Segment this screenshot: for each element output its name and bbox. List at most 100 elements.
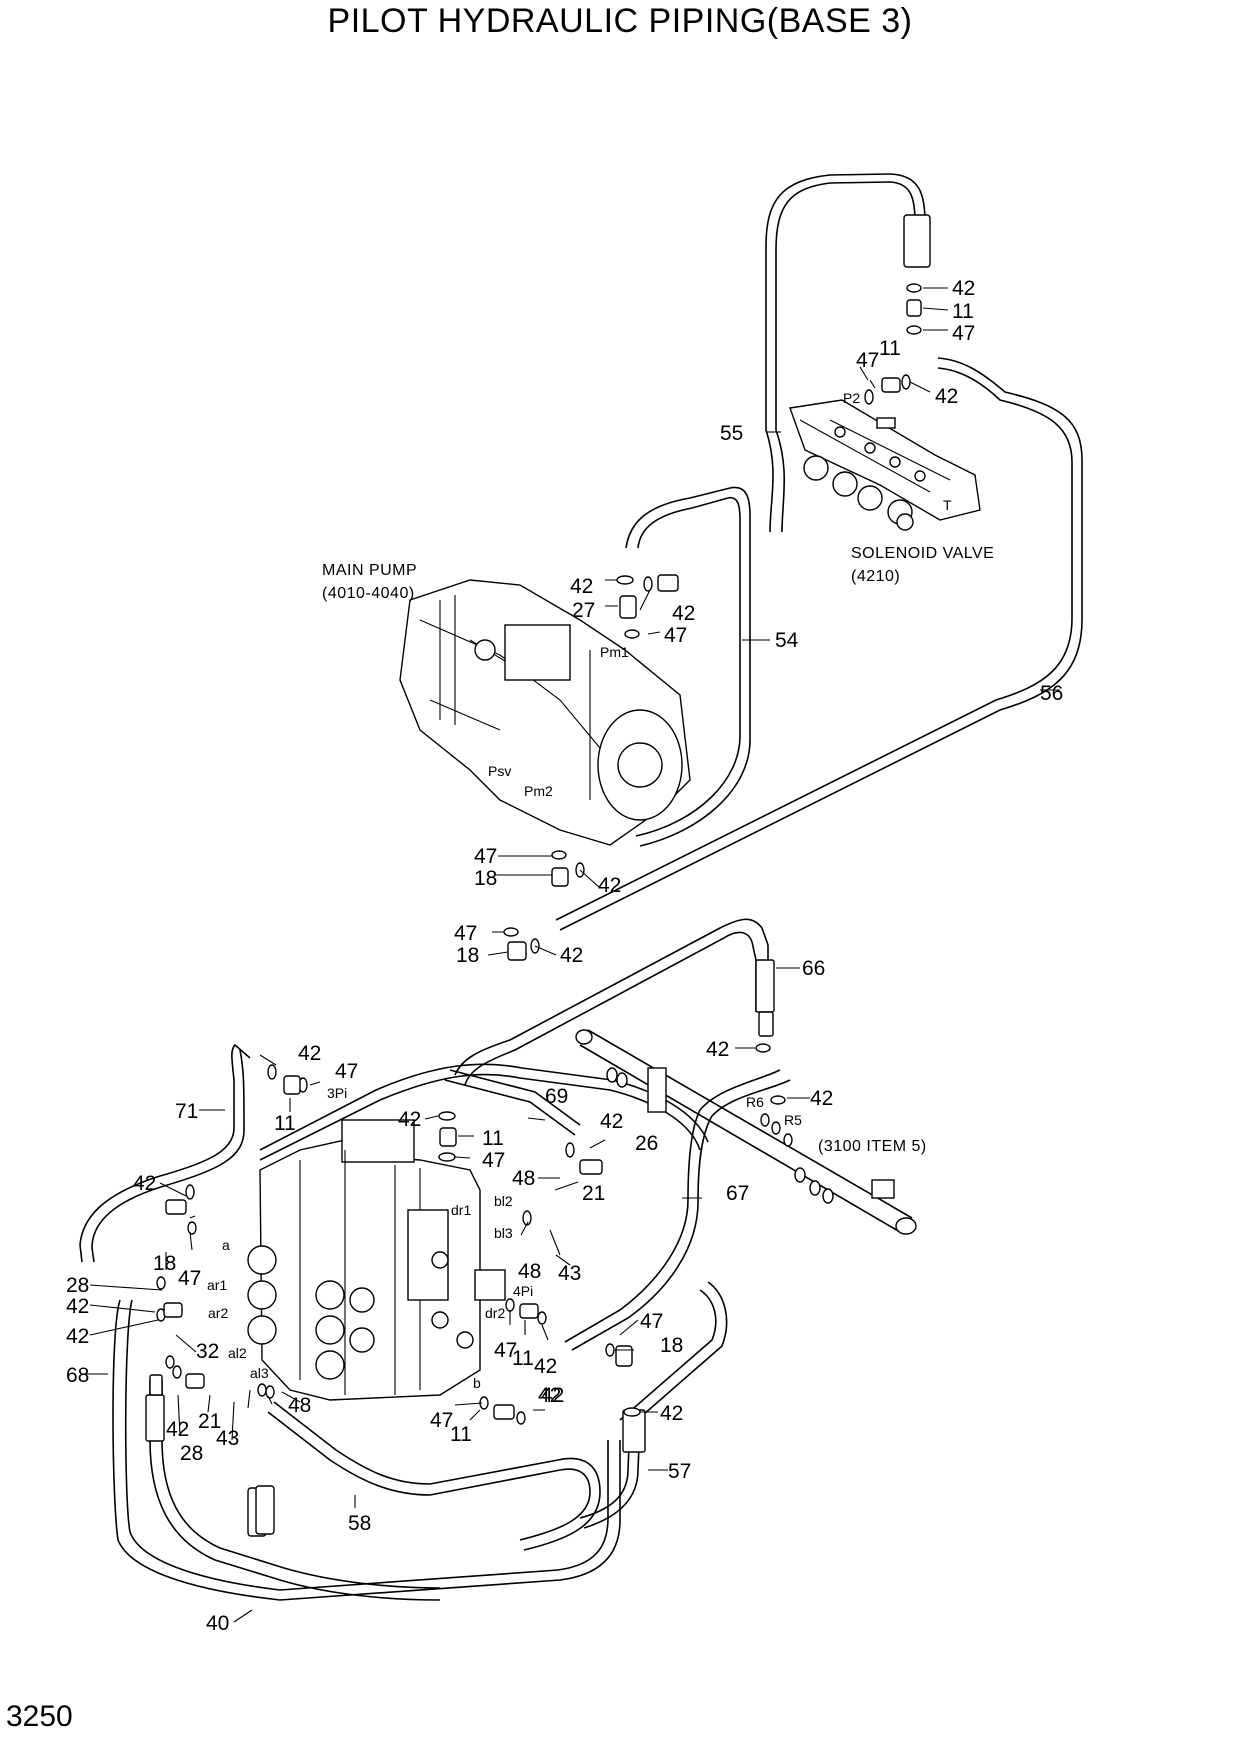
callout-42: 42 [538,1384,561,1407]
callout-11: 11 [274,1112,296,1135]
callout-42: 42 [298,1042,321,1065]
port-dr1: dr1 [451,1202,471,1218]
callout-42: 42 [672,602,695,625]
callout-42: 42 [534,1355,557,1378]
callout-42: 42 [706,1038,729,1061]
callout-11: 11 [450,1423,472,1446]
hose-58 [267,1401,601,1551]
port-bl2: bl2 [494,1193,513,1209]
port-Pm2: Pm2 [524,783,553,799]
solenoid-valve: T [789,399,981,531]
callout-48: 48 [288,1394,311,1417]
callout-48: 48 [512,1167,535,1190]
hose-69 [444,1069,581,1136]
port-ar2: ar2 [208,1305,228,1321]
callout-48: 48 [518,1260,541,1283]
callout-11: 11 [512,1347,534,1370]
port-R5: R5 [784,1112,802,1128]
callout-42: 42 [660,1402,683,1425]
callout-69: 69 [545,1085,568,1108]
callout-27: 27 [572,599,595,622]
callout-18: 18 [153,1252,176,1275]
main-pump-label: MAIN PUMP [322,562,417,579]
callout-21: 21 [198,1410,221,1433]
hose-56 [555,357,1083,931]
callout-42: 42 [952,277,975,300]
callout-68: 68 [66,1364,89,1387]
callout-42: 42 [600,1110,623,1133]
loop-pipe-lower [112,1063,728,1601]
callout-42: 42 [810,1087,833,1110]
main-control-valve [247,1119,506,1401]
solenoid-valve-ref: (4210) [851,568,900,585]
callout-42: 42 [66,1325,89,1348]
callout-57: 57 [668,1460,691,1483]
hose-54 [625,486,751,847]
hose-67 [564,1069,791,1351]
hose-71 [79,1043,251,1263]
callout-42: 42 [570,575,593,598]
callout-71: 71 [175,1100,198,1123]
port-P2: P2 [843,390,860,406]
callout-42: 42 [398,1108,421,1131]
callout-56: 56 [1040,682,1063,705]
port-dr2: dr2 [485,1305,505,1321]
port-3Pi: 3Pi [327,1085,347,1101]
callout-47: 47 [640,1310,663,1333]
callout-18: 18 [660,1334,683,1357]
callout-47: 47 [482,1149,505,1172]
callout-42: 42 [166,1418,189,1441]
port-4Pi: 4Pi [513,1283,533,1299]
callout-42: 42 [935,385,958,408]
callout-54: 54 [775,629,799,652]
callout-47: 47 [178,1267,201,1290]
callout-47: 47 [335,1060,358,1083]
hose-55 [765,173,931,533]
callout-67: 67 [726,1182,749,1205]
callout-26: 26 [635,1132,658,1155]
port-al2: al2 [228,1345,247,1361]
callout-47: 47 [454,922,477,945]
callout-42: 42 [560,944,583,967]
callout-18: 18 [456,944,479,967]
callout-47: 47 [664,624,687,647]
callout-42: 42 [541,1384,564,1407]
port-T: T [943,497,952,513]
callout-11: 11 [482,1127,504,1150]
hose-66 [454,918,775,1086]
main-pump-ref: (4010-4040) [322,585,415,602]
callout-58: 58 [348,1512,371,1535]
callout-42: 42 [66,1295,89,1318]
page-title: PILOT HYDRAULIC PIPING(BASE 3) [327,2,913,40]
hose-57 [579,1409,646,1529]
hose-68 [145,1374,441,1601]
callout-55: 55 [720,422,743,445]
callout-32: 32 [196,1340,219,1363]
port-b: b [473,1375,481,1391]
port-al3: al3 [250,1365,269,1381]
callout-11: 11 [879,337,901,360]
callout-43: 43 [216,1427,239,1450]
solenoid-valve-label: SOLENOID VALVE [851,545,994,562]
callout-47: 47 [494,1339,517,1362]
pipe-ref-label: (3100 ITEM 5) [818,1138,927,1155]
port-a: a [222,1237,230,1253]
callout-42: 42 [598,874,621,897]
port-bl3: bl3 [494,1225,513,1241]
callout-47: 47 [430,1409,453,1432]
port-R6: R6 [746,1094,764,1110]
callout-47: 47 [474,845,497,868]
pipe-3100-item5 [575,1029,917,1235]
callout-47: 47 [952,322,975,345]
callout-43: 43 [558,1262,581,1285]
main-pump [399,579,691,846]
page-number: 3250 [6,1700,73,1733]
clamp-40 [247,1485,275,1537]
callout-28: 28 [180,1442,203,1465]
callout-11: 11 [952,300,974,323]
leader-lines [86,287,1060,1623]
callout-40: 40 [206,1612,229,1635]
callout-18: 18 [474,867,497,890]
port-ar1: ar1 [207,1277,227,1293]
